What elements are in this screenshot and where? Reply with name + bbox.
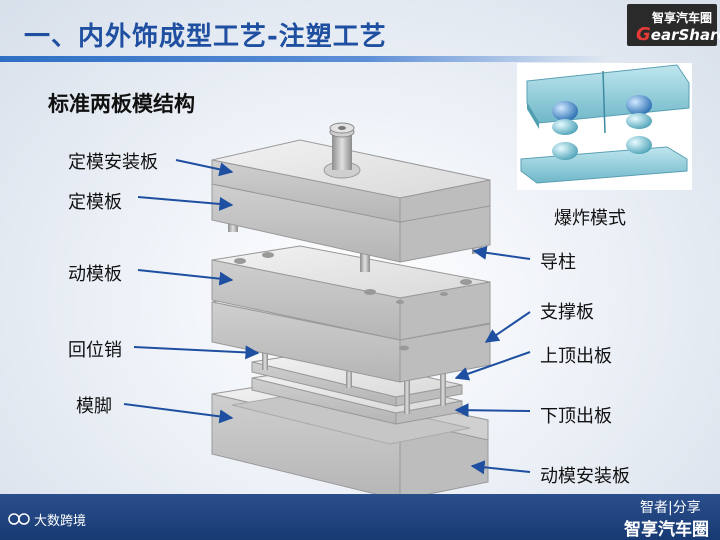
label-mold-foot: 模脚 — [76, 392, 112, 418]
label-upper-ejector-plate: 上顶出板 — [540, 342, 612, 368]
footer-brand-name: 智享汽车圈 — [624, 515, 709, 540]
label-fixed-plate: 定模板 — [68, 188, 122, 214]
label-exploded-view: 爆炸模式 — [554, 204, 626, 230]
label-moving-mount-plate: 动模安装板 — [540, 462, 630, 488]
label-moving-plate: 动模板 — [68, 260, 122, 286]
label-fixed-mount-plate: 定模安装板 — [68, 148, 158, 174]
exploded-view-illustration — [517, 63, 692, 190]
exploded-view-image — [517, 63, 692, 190]
sprue-bushing-shape — [330, 123, 354, 170]
footer-left-brand: 大数跨境 — [34, 510, 86, 529]
ejector-pin-shape — [404, 380, 410, 414]
label-lower-ejector-plate: 下顶出板 — [540, 402, 612, 428]
ejector-pin-shape — [440, 372, 446, 406]
label-return-pin: 回位销 — [68, 336, 122, 362]
guide-pillar-arrow — [474, 251, 530, 259]
footer-tagline: 智者|分享 — [640, 497, 701, 517]
label-guide-pillar: 导柱 — [540, 248, 576, 274]
footer-bar — [0, 494, 720, 540]
support-plate-arrow — [486, 312, 530, 342]
label-support-plate: 支撑板 — [540, 298, 594, 324]
lower-ejector-plate-arrow — [456, 410, 530, 411]
